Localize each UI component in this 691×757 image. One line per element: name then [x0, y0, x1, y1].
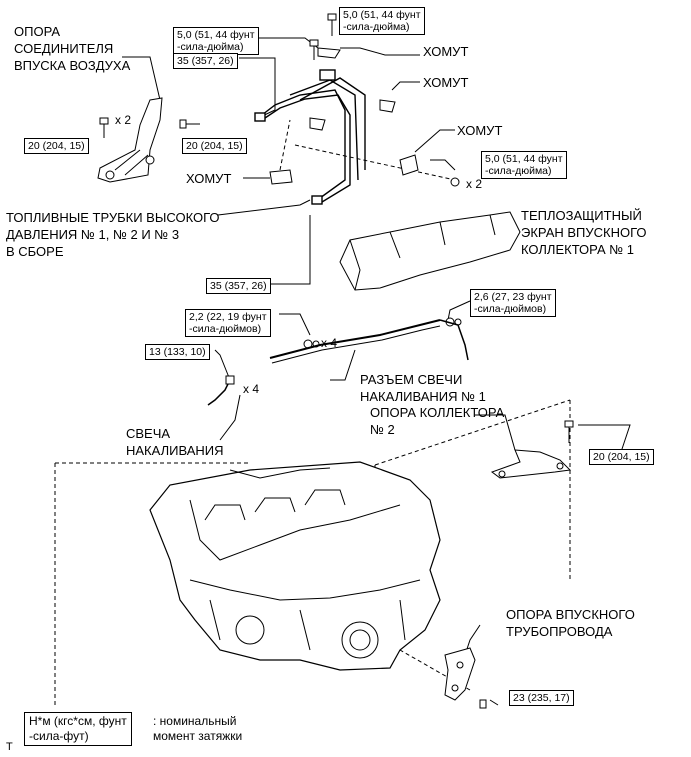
label-heat-shield: ТЕПЛОЗАЩИТНЫЙ ЭКРАН ВПУСКНОГО КОЛЛЕКТОРА…	[521, 208, 647, 257]
torque-20-c: 20 (204, 15)	[589, 449, 654, 465]
torque-20-b: 20 (204, 15)	[182, 138, 247, 154]
corner-mark: T	[6, 741, 13, 753]
label-clamp-1: ХОМУТ	[423, 44, 469, 59]
air-connector-bracket-part	[97, 97, 163, 183]
torque-35-top: 35 (357, 26)	[173, 53, 238, 69]
label-glow-connector: РАЗЪЕМ СВЕЧИ НАКАЛИВАНИЯ № 1	[360, 372, 486, 404]
glow-plug-part	[207, 375, 235, 406]
torque-35-bottom: 35 (357, 26)	[206, 278, 271, 294]
legend-unit-box: Н*м (кгс*см, фунт-сила-фут)	[24, 712, 132, 746]
multiplier-nut-x4: x 4	[321, 336, 338, 350]
bolts	[99, 13, 574, 709]
torque-2-6: 2,6 (27, 23 фунт-сила-дюймов)	[470, 289, 556, 317]
manifold-stay-part	[490, 449, 572, 479]
engine-part	[149, 461, 441, 671]
heat-shield-part	[339, 211, 521, 291]
multiplier-bolt-x2: x 2	[115, 113, 132, 127]
label-glow-plug: СВЕЧА НАКАЛИВАНИЯ	[126, 426, 224, 458]
torque-5-0-right: 5,0 (51, 44 фунт-сила-дюйма)	[481, 151, 567, 179]
label-intake-pipe-bracket: ОПОРА ВПУСКНОГО ТРУБОПРОВОДА	[506, 607, 635, 639]
torque-2-2: 2,2 (22, 19 фунт-сила-дюймов)	[185, 309, 271, 337]
multiplier-nut-x2: x 2	[466, 177, 483, 191]
label-air-connector-bracket: ОПОРА СОЕДИНИТЕЛЯ ВПУСКА ВОЗДУХА	[14, 24, 131, 73]
label-clamp-4: ХОМУТ	[186, 171, 232, 186]
torque-20-a: 20 (204, 15)	[24, 138, 89, 154]
glow-connector-part	[269, 319, 469, 364]
torque-23: 23 (235, 17)	[509, 690, 574, 706]
multiplier-plug-x4: x 4	[243, 382, 260, 396]
torque-5-0-left: 5,0 (51, 44 фунт-сила-дюйма)	[173, 27, 259, 55]
label-manifold-stay: ОПОРА КОЛЛЕКТОРА № 2	[370, 405, 505, 437]
fuel-tubes-part	[254, 69, 366, 205]
torque-5-0-top: 5,0 (51, 44 фунт-сила-дюйма)	[339, 7, 425, 35]
label-fuel-tubes: ТОПЛИВНЫЕ ТРУБКИ ВЫСОКОГО ДАВЛЕНИЯ № 1, …	[6, 210, 220, 259]
label-clamp-3: ХОМУТ	[457, 123, 503, 138]
leader-lines	[122, 37, 631, 706]
clamps	[269, 47, 419, 185]
torque-13: 13 (133, 10)	[145, 344, 210, 360]
intake-pipe-bracket-part	[444, 647, 476, 701]
label-clamp-2: ХОМУТ	[423, 75, 469, 90]
